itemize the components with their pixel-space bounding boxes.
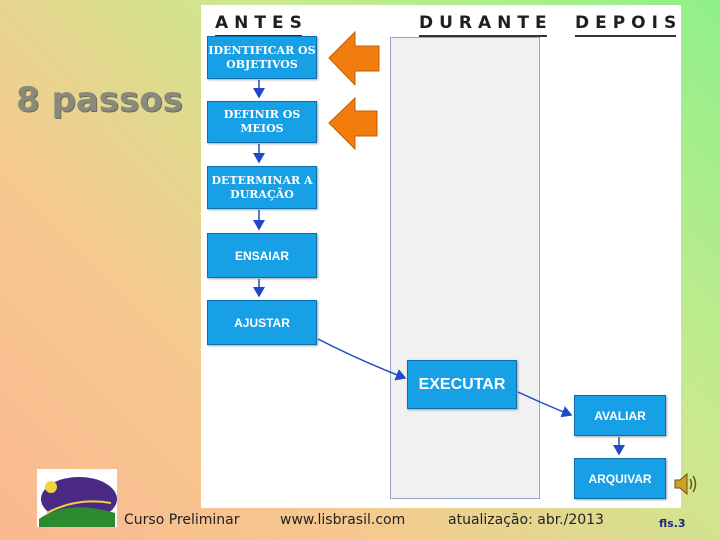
step-identify-objectives[interactable]: IDENTIFICAR OS OBJETIVOS [207,36,317,79]
step-duration-line2: DURAÇÃO [230,187,294,201]
lisbrasil-logo [37,469,117,527]
step-adjust[interactable]: AJUSTAR [207,300,317,345]
during-column-area [390,37,540,499]
step-execute[interactable]: EXECUTAR [407,360,517,409]
arrow-adjust-to-execute [317,338,407,381]
step-define-means[interactable]: DEFINIR OS MEIOS [207,101,317,143]
step-archive[interactable]: ARQUIVAR [574,458,666,499]
step-identify-line1: IDENTIFICAR OS [208,43,316,57]
step-means-line2: MEIOS [240,122,284,135]
step-determine-duration[interactable]: DETERMINAR A DURAÇÃO [207,166,317,209]
footer-page-number: fls.3 [659,517,686,530]
flow-arrows [253,30,625,456]
step-duration-line1: DETERMINAR A [211,173,313,187]
step-rehearse[interactable]: ENSAIAR [207,233,317,278]
footer-updated: atualização: abr./2013 [448,512,604,528]
orange-left-arrow-icon [328,96,378,151]
footer-website[interactable]: www.lisbrasil.com [280,512,406,528]
diagram-panel: ANTES DURANTE DEPOIS IDENTIFICAR OS OBJE… [201,5,681,508]
step-identify-line2: OBJETIVOS [226,57,298,71]
page-title: 8 passos [16,80,183,120]
footer-course: Curso Preliminar [124,512,240,528]
column-header-durante: DURANTE [419,13,553,37]
step-means-line1: DEFINIR OS [223,108,301,121]
arrow-execute-to-evaluate [517,391,573,418]
step-evaluate[interactable]: AVALIAR [574,395,666,436]
column-header-depois: DEPOIS [575,13,683,37]
speaker-icon[interactable] [673,472,699,500]
orange-left-arrow-icon [328,30,380,87]
